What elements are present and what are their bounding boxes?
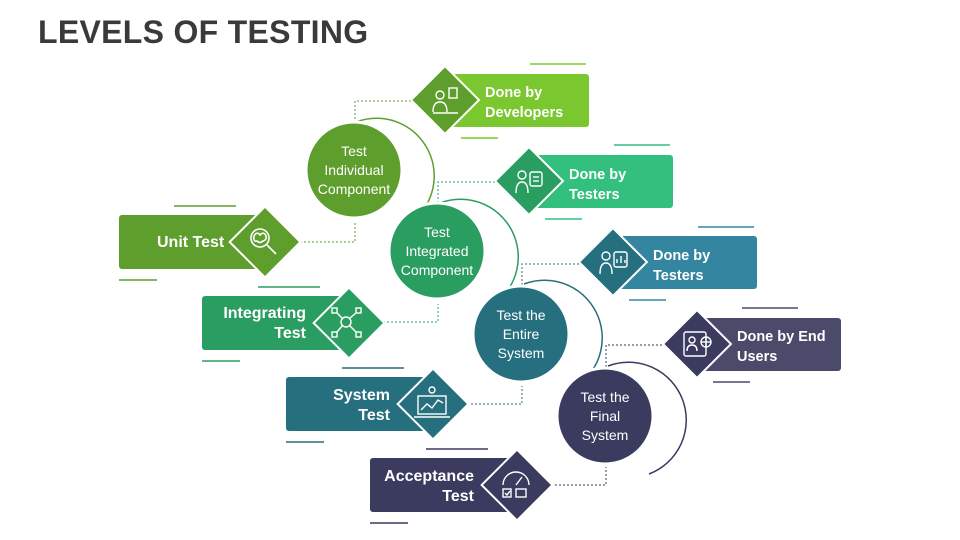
level-label-line: System — [333, 387, 390, 404]
circle-text-line: System — [497, 344, 545, 361]
who-diamond — [577, 226, 649, 298]
level-diamond — [228, 205, 302, 279]
level-box — [202, 296, 347, 350]
who-box — [693, 318, 841, 371]
level-acceptance-test — [370, 307, 841, 524]
connector-line — [543, 467, 607, 486]
who-diamond — [661, 308, 733, 380]
circle-text-line: Test — [424, 223, 450, 240]
level-system-test — [286, 226, 757, 443]
level-box — [119, 215, 264, 269]
who-label-line: Testers — [653, 268, 704, 284]
circle-text-line: Test the — [580, 388, 630, 405]
circle-text-line: Integrated — [405, 242, 469, 259]
circle-text-line: System — [581, 426, 629, 443]
level-label-line: Integrating — [223, 305, 306, 322]
level-label-line: Test — [442, 488, 474, 505]
level-label-line: Test — [358, 407, 390, 424]
who-box — [525, 155, 673, 208]
connector-line — [521, 263, 587, 297]
circle-unit — [304, 120, 404, 220]
connector-line — [437, 181, 503, 215]
circle-text-system: Test the Entire System — [473, 286, 569, 382]
who-label-line: Done by — [653, 248, 711, 264]
circle-text-line: Test — [341, 142, 367, 159]
connector-line — [605, 344, 671, 379]
who-label-end-users: Done by End Users — [737, 327, 826, 367]
who-diamond — [409, 64, 481, 136]
tester-chart-icon — [599, 251, 628, 275]
who-box — [441, 74, 589, 127]
magnifier-icon — [250, 228, 277, 255]
connector-line — [375, 304, 439, 323]
level-diamond — [312, 286, 386, 360]
level-label-system: System Test — [290, 386, 390, 426]
circle-accent-arc — [607, 361, 688, 475]
end-user-icon — [683, 331, 712, 357]
who-label-testers: Done by Testers — [569, 165, 626, 205]
level-diamond — [396, 367, 470, 441]
tester-icon — [515, 170, 543, 194]
circle-text-line: Individual — [324, 161, 384, 178]
level-label-unit: Unit Test — [157, 234, 225, 251]
network-icon — [331, 307, 362, 338]
circle-text-line: Component — [317, 180, 391, 197]
level-label-acceptance: Acceptance Test — [374, 467, 474, 507]
connector-line — [354, 100, 420, 135]
circle-text-unit: Test Individual Component — [306, 122, 402, 218]
circle-final — [555, 366, 655, 466]
who-label-testers-2: Done by Testers — [653, 246, 710, 286]
level-label-integrating: Integrating Test — [206, 304, 306, 344]
level-unit-test — [119, 63, 589, 281]
who-box — [609, 236, 757, 289]
who-label-line: Done by End — [737, 329, 826, 345]
who-label-line: Users — [737, 349, 778, 365]
who-label-developers: Done by Developers — [485, 83, 563, 123]
connector-line — [459, 386, 523, 405]
developer-icon — [432, 87, 458, 114]
who-label-line: Done by — [485, 85, 543, 101]
level-box — [286, 377, 431, 431]
circle-text-integrated: Test Integrated Component — [389, 203, 485, 299]
circle-integrated — [387, 201, 487, 301]
circle-text-line: Final — [589, 407, 621, 424]
circle-text-line: Test the — [496, 306, 546, 323]
who-label-line: Developers — [485, 105, 564, 121]
connector-line — [292, 223, 356, 243]
circle-system — [471, 284, 571, 384]
level-box — [370, 458, 515, 512]
level-label-line: Acceptance — [384, 468, 474, 485]
level-label-line: Test — [274, 325, 306, 342]
circle-text-final: Test the Final System — [557, 368, 653, 464]
level-diamond — [480, 448, 554, 522]
circle-text-line: Entire — [502, 325, 540, 342]
gauge-icon — [502, 471, 530, 498]
level-integrating-test — [202, 144, 673, 362]
who-diamond — [493, 145, 565, 217]
who-label-line: Testers — [569, 187, 620, 203]
circle-text-line: Component — [400, 261, 474, 278]
who-label-line: Done by — [569, 167, 627, 183]
page-title: LEVELS OF TESTING — [38, 14, 369, 50]
monitor-chart-icon — [414, 386, 450, 418]
